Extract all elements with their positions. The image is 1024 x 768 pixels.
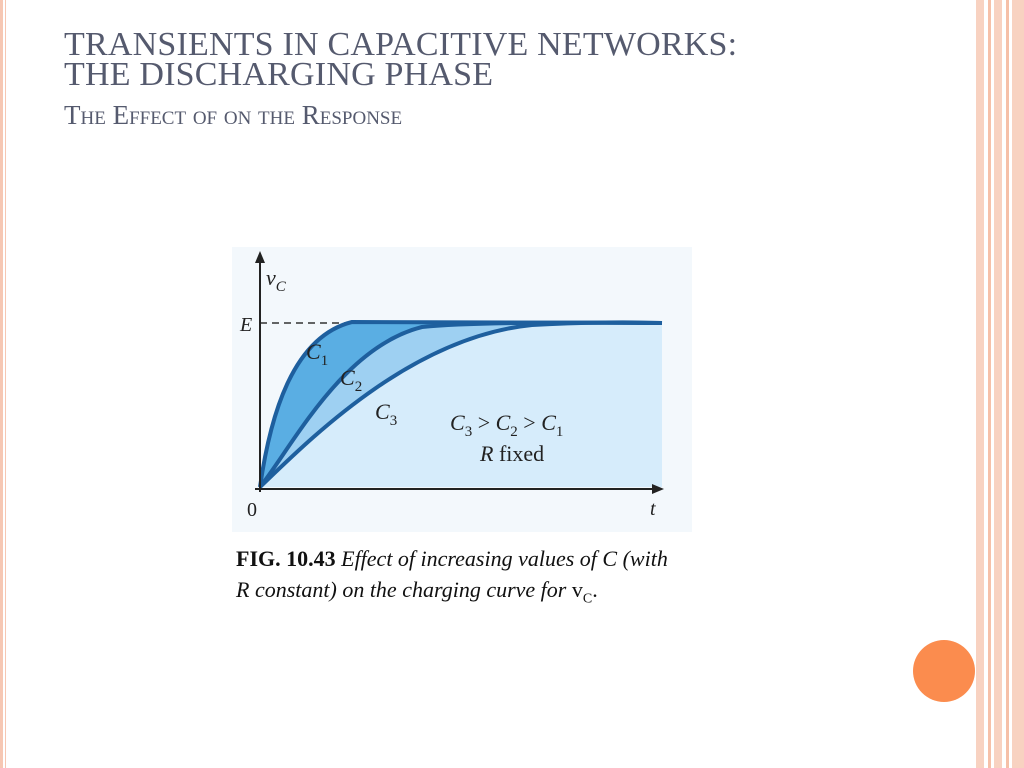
capacitance-relation: C3 > C2 > C1	[450, 410, 563, 440]
caption-variable: vC	[571, 577, 593, 607]
label-c3: C3	[375, 399, 397, 429]
figure-caption: FIG. 10.43 Effect of increasing values o…	[236, 543, 676, 614]
x-axis-label: t	[650, 498, 656, 520]
right-border-stripes	[976, 0, 1024, 768]
left-border-thin-stripe	[5, 0, 6, 768]
y-axis-arrow	[255, 251, 265, 263]
region-mid-fill	[260, 322, 662, 487]
curve-c3	[258, 320, 663, 489]
e-label: E	[239, 314, 252, 336]
caption-period: .	[592, 577, 598, 602]
label-c2: C2	[340, 365, 362, 395]
caption-figure-label: FIG. 10.43	[236, 546, 336, 571]
slide-subtitle: The Effect of on the Response	[64, 100, 403, 130]
origin-label: 0	[247, 499, 257, 521]
curve-c1	[258, 319, 663, 488]
r-fixed-note: R fixed	[479, 441, 544, 466]
charging-curves-figure: vC E 0 t C1 C2 C3 C3 > C2 > C1 R fixed	[232, 247, 692, 532]
left-border-stripe	[0, 0, 3, 768]
slide-title-block: TRANSIENTS IN CAPACITIVE NETWORKS: THE D…	[64, 26, 738, 132]
label-c1: C1	[306, 339, 328, 369]
decorative-orange-circle	[913, 640, 975, 702]
caption-text: Effect of increasing values of C (with R…	[236, 546, 668, 602]
x-axis-arrow	[652, 484, 664, 494]
slide-title-line-2: THE DISCHARGING PHASE	[64, 56, 494, 93]
y-axis-label: vC	[266, 265, 287, 295]
slide-title-line-1: TRANSIENTS IN CAPACITIVE NETWORKS:	[64, 26, 738, 63]
region-light-fill	[260, 322, 662, 487]
